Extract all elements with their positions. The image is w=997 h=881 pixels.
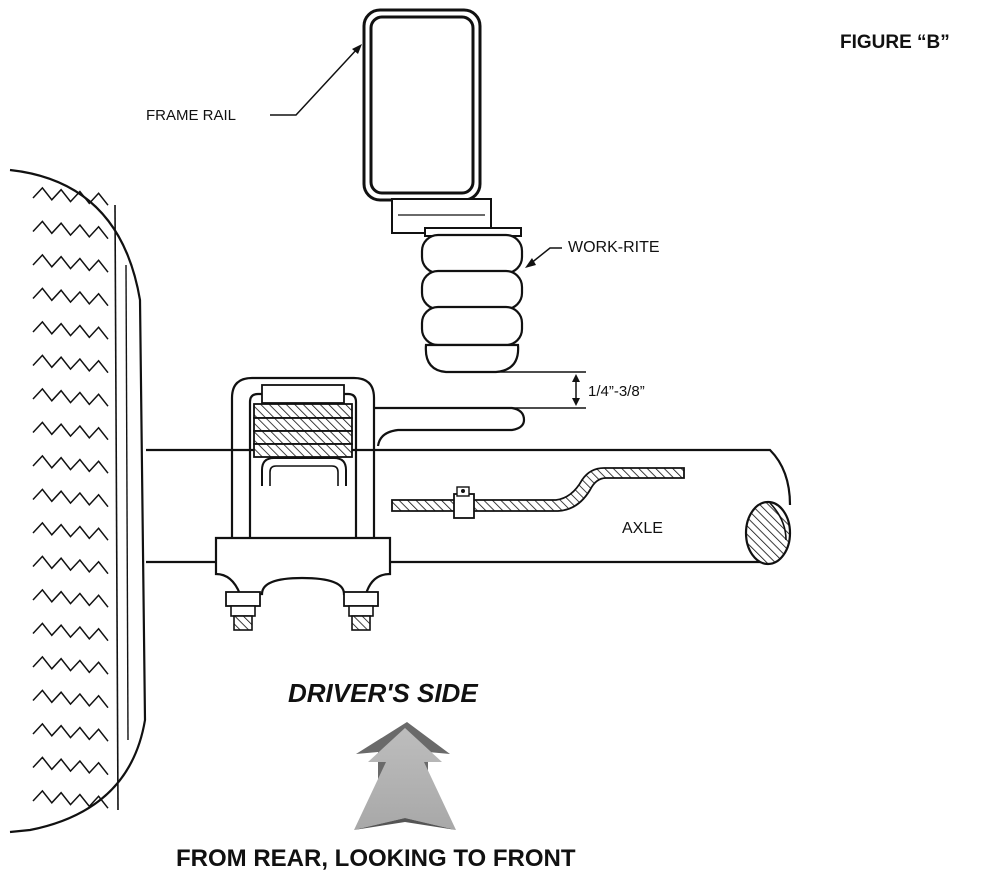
tire-tread xyxy=(32,689,109,709)
tire-tread xyxy=(32,287,109,307)
driver-side-label: DRIVER'S SIDE xyxy=(288,678,478,708)
work-rite-label: WORK-RITE xyxy=(568,239,660,256)
tire-tread xyxy=(32,588,109,608)
gap-dimension xyxy=(496,371,586,409)
tire-tread xyxy=(32,789,109,809)
u-bolt-nut-right xyxy=(343,591,379,631)
tire-tread xyxy=(32,555,109,575)
tire-tread xyxy=(32,488,109,508)
tire-tread xyxy=(32,722,109,742)
tire-tread xyxy=(32,186,109,206)
frame-rail-leader xyxy=(270,44,362,116)
tire-tread xyxy=(32,421,109,441)
tire-tread xyxy=(32,354,109,374)
tire-tread xyxy=(32,622,109,642)
tire-tread xyxy=(32,655,109,675)
air-spring xyxy=(420,227,524,374)
gap-label: 1/4”-3/8” xyxy=(588,383,645,400)
tire-tread xyxy=(32,220,109,240)
tire-tread xyxy=(32,253,109,273)
tire-tread xyxy=(32,387,109,407)
tire-tread xyxy=(32,454,109,474)
frame-rail xyxy=(362,8,482,202)
u-bolt xyxy=(230,376,376,546)
figure-label: FIGURE “B” xyxy=(840,32,950,53)
tire-tread xyxy=(32,320,109,340)
lower-bracket xyxy=(374,406,526,447)
view-caption: FROM REAR, LOOKING TO FRONT xyxy=(176,845,576,872)
frame-rail-label: FRAME RAIL xyxy=(146,107,236,124)
tire-tread xyxy=(32,756,109,776)
work-rite-leader xyxy=(525,247,562,268)
leaf-spring xyxy=(253,403,353,458)
u-bolt-nut-left xyxy=(225,591,261,631)
brake-line xyxy=(391,467,685,519)
tire-tread xyxy=(32,521,109,541)
u-bolt-plate xyxy=(214,536,392,596)
axle-label: AXLE xyxy=(622,520,663,537)
view-direction-arrow xyxy=(354,722,456,830)
tire xyxy=(9,168,147,834)
